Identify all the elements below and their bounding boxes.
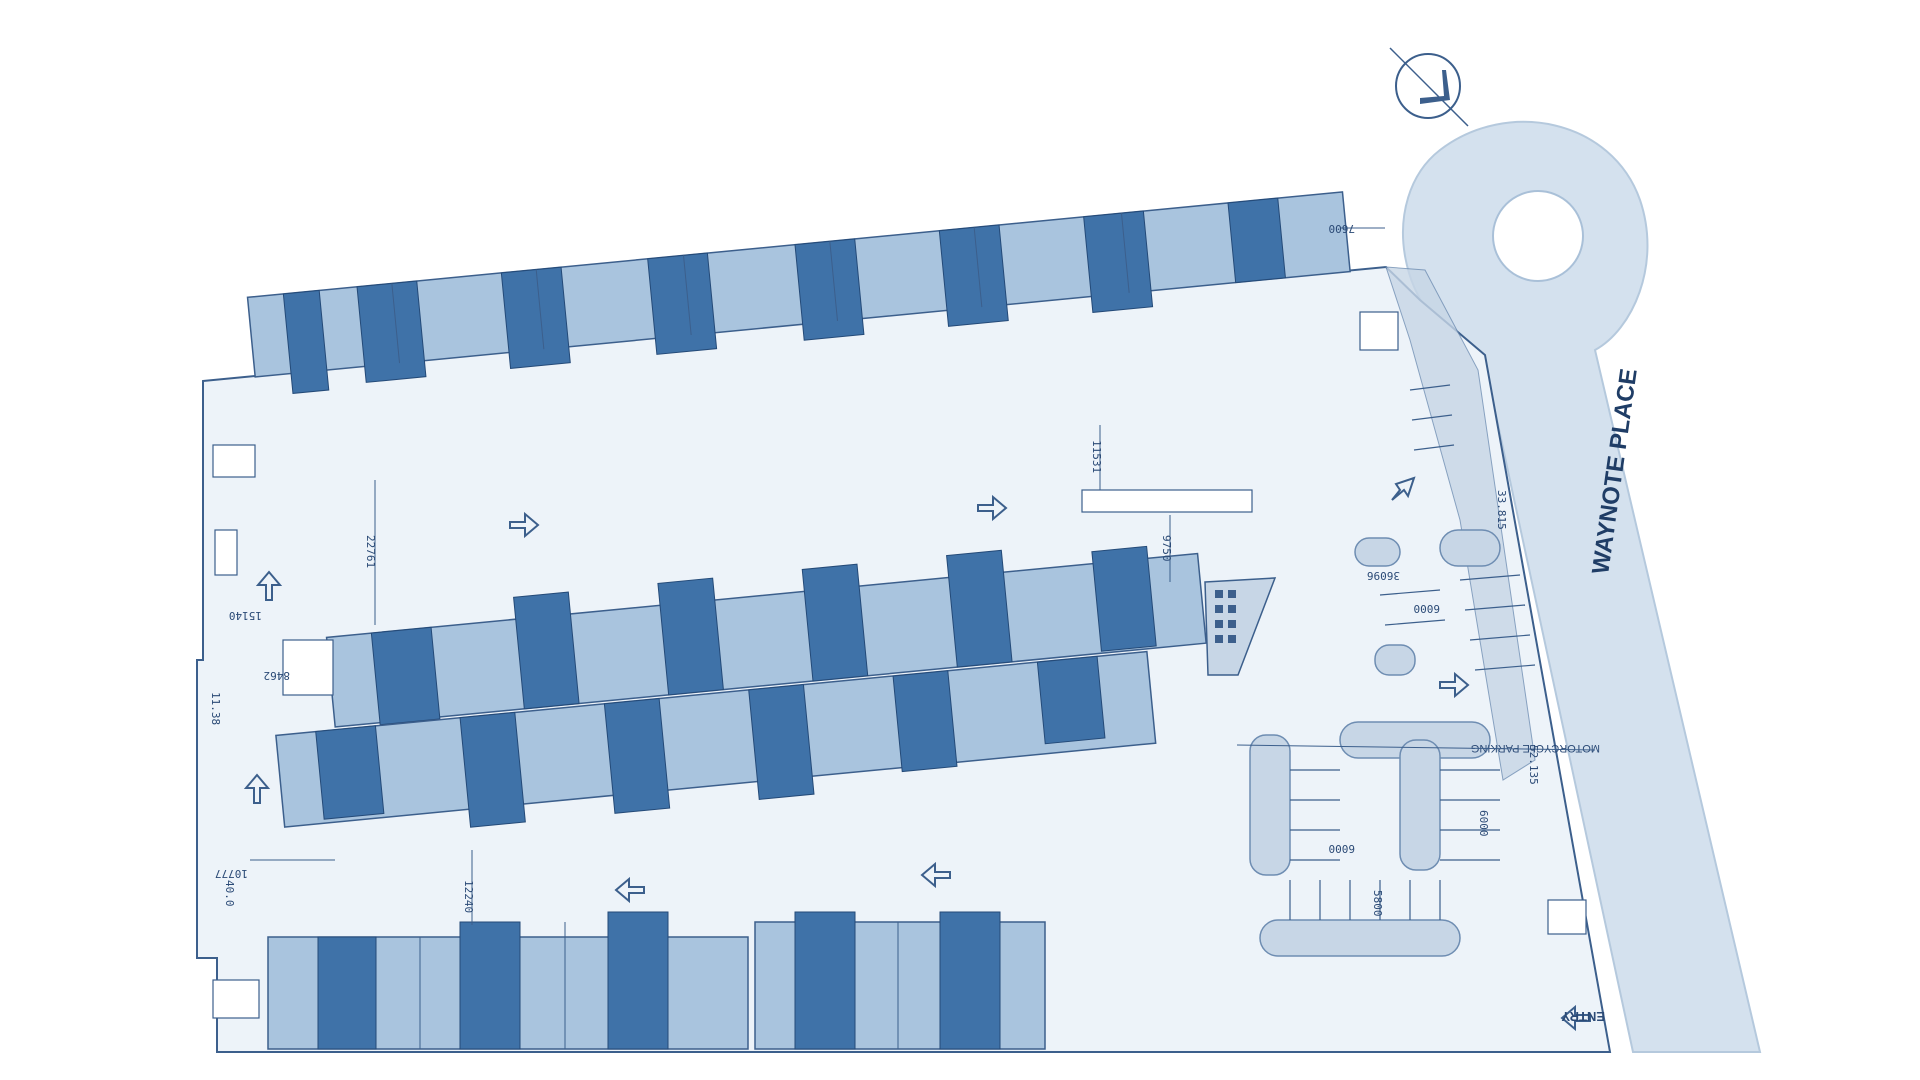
waynote-place-road: WAYNOTE PLACE <box>1402 120 1762 1053</box>
parking-island <box>1439 529 1501 567</box>
dim-11-38: 11.38 <box>209 692 222 725</box>
dim-9750: 9750 <box>1160 535 1173 562</box>
turning-island <box>1492 190 1584 282</box>
north-arrow-icon <box>1389 47 1469 127</box>
motorcycle-parking-area: MOTORCYCLE PARKING <box>1204 577 1600 754</box>
parking-bay-lines <box>1289 384 1536 920</box>
motorcycle-parking-label: MOTORCYCLE PARKING <box>1471 742 1600 754</box>
parking-island <box>1399 739 1441 871</box>
traffic-arrow-icon <box>1439 671 1470 699</box>
dim-33-815: 33.815 <box>1495 490 1508 530</box>
traffic-arrow-icon <box>255 570 283 601</box>
dim-10777: 10777 <box>215 867 248 880</box>
parking-island <box>1354 537 1401 567</box>
traffic-arrow-icon <box>1391 476 1416 501</box>
traffic-arrow-icon <box>977 494 1008 522</box>
parking-island <box>1249 734 1291 876</box>
dim-6000-c: 6000 <box>1477 810 1490 837</box>
townhouse-row-3 <box>275 650 1157 828</box>
dim-15140: 15140 <box>229 609 262 622</box>
traffic-arrow-icon <box>614 876 645 904</box>
traffic-arrow-icon <box>509 511 540 539</box>
parking-island <box>1259 919 1461 957</box>
dim-52-135: 52.135 <box>1527 745 1540 785</box>
dim-11531: 11531 <box>1090 440 1103 473</box>
traffic-arrow-icon <box>1560 1004 1591 1032</box>
dim-5800: 5800 <box>1371 890 1384 917</box>
visitor-parking <box>1249 529 1501 957</box>
dim-22761: 22761 <box>364 535 377 568</box>
entry-label: ENTRY <box>1561 1009 1605 1024</box>
dim-6000-b: 6000 <box>1329 842 1356 855</box>
landscape-strip <box>1385 266 1536 781</box>
service-blocks <box>212 311 1587 1019</box>
traffic-arrow-icon <box>920 861 951 889</box>
townhouse-row-1 <box>246 191 1351 394</box>
dim-8462: 8462 <box>264 669 291 682</box>
parking-island <box>1374 644 1416 676</box>
dimension-labels: 7600 11531 22761 9750 15140 8462 11.38 1… <box>209 222 1540 917</box>
dim-7600: 7600 <box>1329 222 1356 235</box>
dim-40-0: 40.0 <box>223 880 236 907</box>
dim-36096: 36096 <box>1367 569 1400 582</box>
townhouse-row-4 <box>267 911 1046 1050</box>
dim-12240: 12240 <box>462 880 475 913</box>
dimension-lines <box>250 227 1596 925</box>
traffic-arrow-icon <box>243 773 271 804</box>
traffic-arrows <box>243 476 1591 1032</box>
dim-6000-a: 6000 <box>1414 602 1441 615</box>
